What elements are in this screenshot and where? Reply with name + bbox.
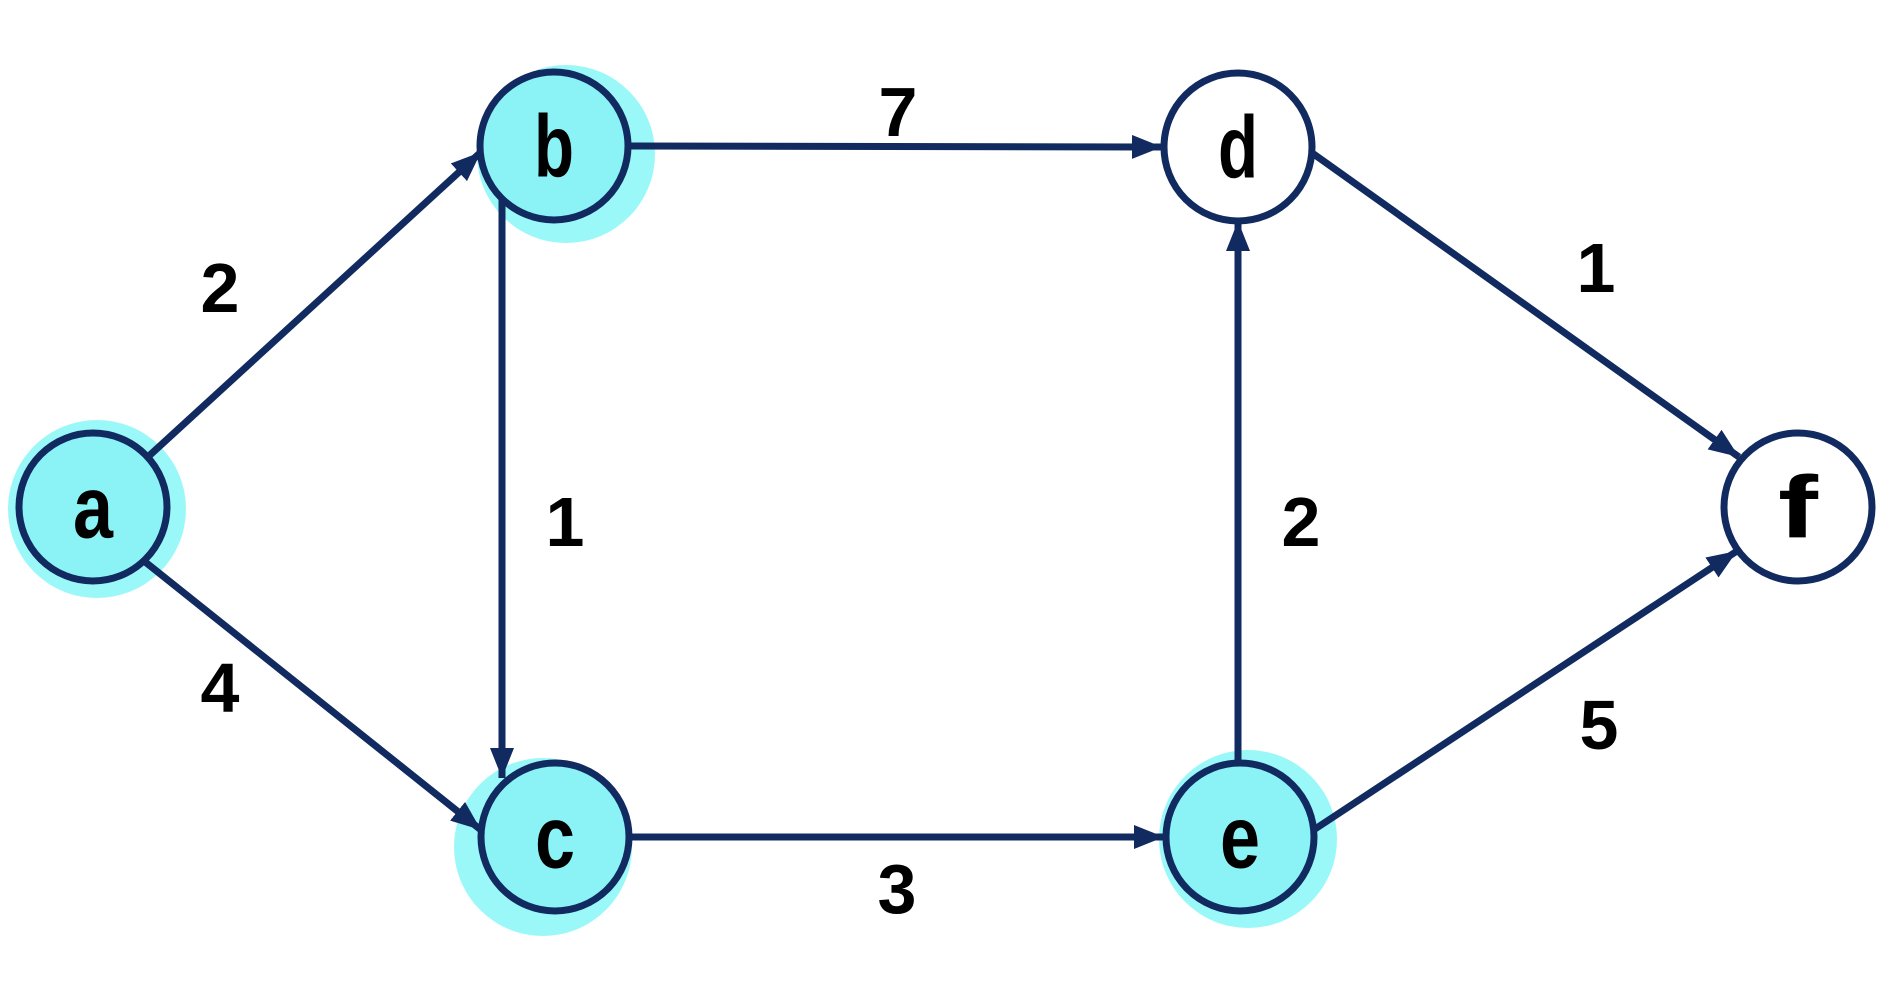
node-f-label: f bbox=[1778, 458, 1819, 557]
edge-d-f bbox=[1305, 147, 1742, 460]
edge-a-c bbox=[141, 558, 484, 833]
node-f: f bbox=[1720, 429, 1876, 585]
edge-e-f bbox=[1310, 548, 1739, 834]
edge-b-d-weight-label: 7 bbox=[879, 73, 918, 151]
node-c: c bbox=[477, 759, 633, 915]
node-e: e bbox=[1162, 759, 1318, 915]
node-b: b bbox=[476, 68, 632, 224]
node-f-circle bbox=[1720, 429, 1876, 585]
edge-a-b bbox=[147, 149, 484, 458]
node-d: d bbox=[1160, 69, 1316, 225]
node-a-label: a bbox=[73, 458, 114, 557]
node-c-circle bbox=[477, 759, 633, 915]
edge-d-f-weight-label: 1 bbox=[1577, 229, 1616, 307]
node-e-label: e bbox=[1220, 788, 1260, 887]
edge-a-b-weight-label: 2 bbox=[201, 249, 240, 327]
node-e-circle bbox=[1162, 759, 1318, 915]
node-a: a bbox=[15, 429, 171, 585]
edge-a-c-weight-label: 4 bbox=[201, 649, 240, 727]
edge-b-d bbox=[627, 134, 1163, 159]
node-a-circle bbox=[15, 429, 171, 585]
node-d-circle bbox=[1160, 69, 1316, 225]
edge-e-f-weight-label: 5 bbox=[1580, 686, 1619, 764]
node-d-label: d bbox=[1218, 98, 1258, 197]
node-b-label: b bbox=[534, 97, 574, 196]
edge-b-c-weight-label: 1 bbox=[546, 483, 585, 561]
edge-c-e-weight-label: 3 bbox=[878, 850, 917, 928]
node-c-label: c bbox=[535, 788, 575, 887]
edge-e-d-weight-label: 2 bbox=[1282, 483, 1321, 561]
node-b-circle bbox=[476, 68, 632, 224]
